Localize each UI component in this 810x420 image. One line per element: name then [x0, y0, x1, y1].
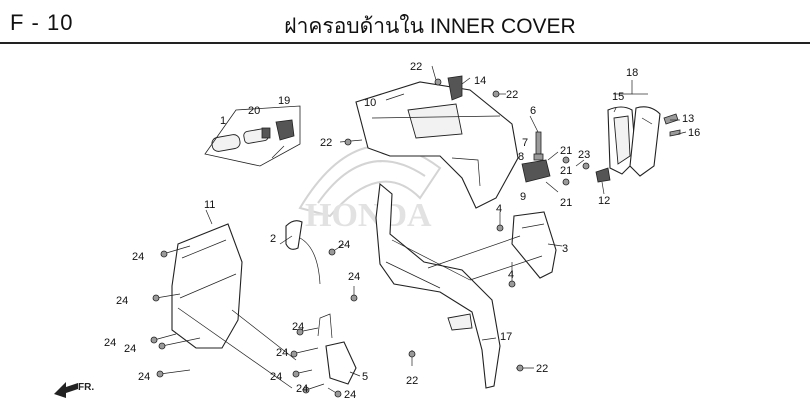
part-3-panel [511, 211, 557, 279]
callout-14: 14 [474, 75, 486, 87]
part-14-bracket [447, 75, 463, 101]
bolt-22-left [344, 138, 352, 146]
part-16-screw [669, 129, 681, 137]
bolt-24-h [296, 328, 304, 336]
callout-22-lower-right: 22 [536, 363, 548, 375]
callout-11: 11 [204, 199, 215, 211]
callout-6: 6 [530, 105, 536, 117]
part-9-grommet [521, 159, 551, 183]
callout-24-e: 24 [138, 371, 150, 383]
callout-22-bottom: 22 [406, 375, 418, 387]
honda-wing-watermark: HONDA [298, 144, 442, 234]
callout-24-g: 24 [348, 271, 360, 283]
callout-15: 15 [612, 91, 624, 103]
callout-24-k: 24 [296, 383, 308, 395]
front-direction-indicator: FR. [52, 376, 102, 403]
callout-24-a: 24 [132, 251, 144, 263]
callout-20: 20 [248, 105, 260, 117]
callout-24-j: 24 [270, 371, 282, 383]
bolt-4-lower [508, 280, 516, 288]
part-11-side-panel [171, 223, 243, 349]
part-13-screw [663, 113, 679, 125]
bolt-24-c [150, 336, 158, 344]
bolt-24-e [156, 370, 164, 378]
callout-21-lower: 21 [560, 197, 572, 209]
callout-24-b: 24 [116, 295, 128, 307]
part-18-cover [629, 106, 661, 177]
bolt-24-i [290, 350, 298, 358]
part-7-bolt [535, 131, 542, 155]
part-10-inner-cover [355, 81, 519, 209]
callout-21-middle: 21 [560, 165, 572, 177]
watermark-text: HONDA [305, 197, 432, 234]
callout-19: 19 [278, 95, 290, 107]
callout-22-right: 22 [506, 89, 518, 101]
callout-24-f: 24 [338, 239, 350, 251]
bolt-24-a [160, 250, 168, 258]
callout-22-left: 22 [320, 137, 332, 149]
callout-2: 2 [270, 233, 276, 245]
part-1-cylinder [211, 134, 241, 152]
callout-23: 23 [578, 149, 590, 161]
bolt-22-right [492, 90, 500, 98]
bolt-24-b [152, 294, 160, 302]
callout-3: 3 [562, 243, 568, 255]
bolt-24-f [328, 248, 336, 256]
callout-10: 10 [364, 97, 376, 109]
callout-labels: 1 20 19 11 2 10 22 14 22 22 6 7 8 9 21 2… [104, 61, 700, 401]
exploded-view-diagram: HONDA [104, 61, 700, 401]
callout-24-c: 24 [104, 337, 116, 349]
figure-code: F - 10 [10, 10, 74, 35]
callout-12: 12 [598, 195, 610, 207]
part-2-clip [285, 220, 321, 285]
bolt-24-l [334, 390, 342, 398]
callout-4-lower: 4 [508, 269, 514, 281]
callout-7: 7 [522, 137, 528, 149]
callout-21-upper: 21 [560, 145, 572, 157]
callout-5: 5 [362, 371, 368, 383]
part-15-frame [607, 106, 637, 175]
bolt-24-j [292, 370, 300, 378]
bolt-24-d [158, 342, 166, 350]
part-8-collar [533, 153, 544, 161]
callout-13: 13 [682, 113, 694, 125]
bolt-22-bottom [408, 350, 416, 358]
front-arrow-icon: FR. [54, 382, 94, 398]
callout-4-upper: 4 [496, 203, 502, 215]
bolt-22-lower-right [516, 364, 524, 372]
bolt-21-upper [562, 156, 570, 164]
fastener-bolts [150, 78, 590, 398]
callout-22-top: 22 [410, 61, 422, 73]
part-12-clip [595, 167, 611, 183]
bolt-21-middle [562, 178, 570, 186]
callout-24-d: 24 [124, 343, 136, 355]
figure-header: F - 10 ฝาครอบด้านใน INNER COVER [0, 0, 810, 44]
bolt-22-top [434, 78, 442, 86]
figure-title: ฝาครอบด้านใน INNER COVER [284, 15, 576, 38]
callout-8: 8 [518, 151, 524, 163]
part-19-cap [275, 119, 295, 141]
part-5-latch [317, 313, 357, 385]
callout-24-h: 24 [292, 321, 304, 333]
part-17-lower-cover [375, 182, 501, 389]
bolt-24-g [350, 294, 358, 302]
front-label: FR. [78, 382, 94, 393]
callout-16: 16 [688, 127, 700, 139]
callout-1: 1 [220, 115, 226, 127]
callout-18: 18 [626, 67, 638, 79]
bolt-23 [582, 162, 590, 170]
leader-lines [153, 65, 687, 395]
callout-9: 9 [520, 191, 526, 203]
callout-17: 17 [500, 331, 512, 343]
parts-1-20-19-outline [204, 105, 301, 167]
bolt-24-k [302, 386, 310, 394]
callout-24-i: 24 [276, 347, 288, 359]
part-20-socket [243, 127, 271, 144]
callout-24-l: 24 [344, 389, 356, 401]
bolt-4-upper [496, 224, 504, 232]
